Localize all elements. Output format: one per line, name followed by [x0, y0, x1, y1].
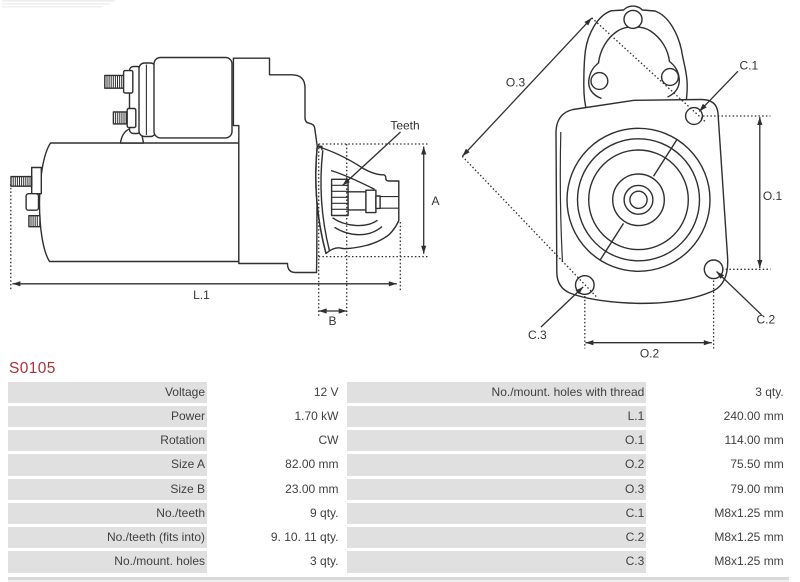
- svg-text:A: A: [431, 194, 439, 208]
- svg-text:O.2: O.2: [640, 346, 660, 360]
- svg-text:Teeth: Teeth: [390, 118, 419, 132]
- svg-text:O.3: O.3: [506, 76, 526, 90]
- svg-text:O.1: O.1: [763, 189, 783, 203]
- svg-text:C.2: C.2: [756, 313, 775, 327]
- svg-text:B: B: [328, 314, 336, 328]
- svg-text:C.3: C.3: [528, 328, 547, 342]
- svg-text:C.1: C.1: [739, 59, 758, 73]
- svg-text:L.1: L.1: [193, 288, 210, 302]
